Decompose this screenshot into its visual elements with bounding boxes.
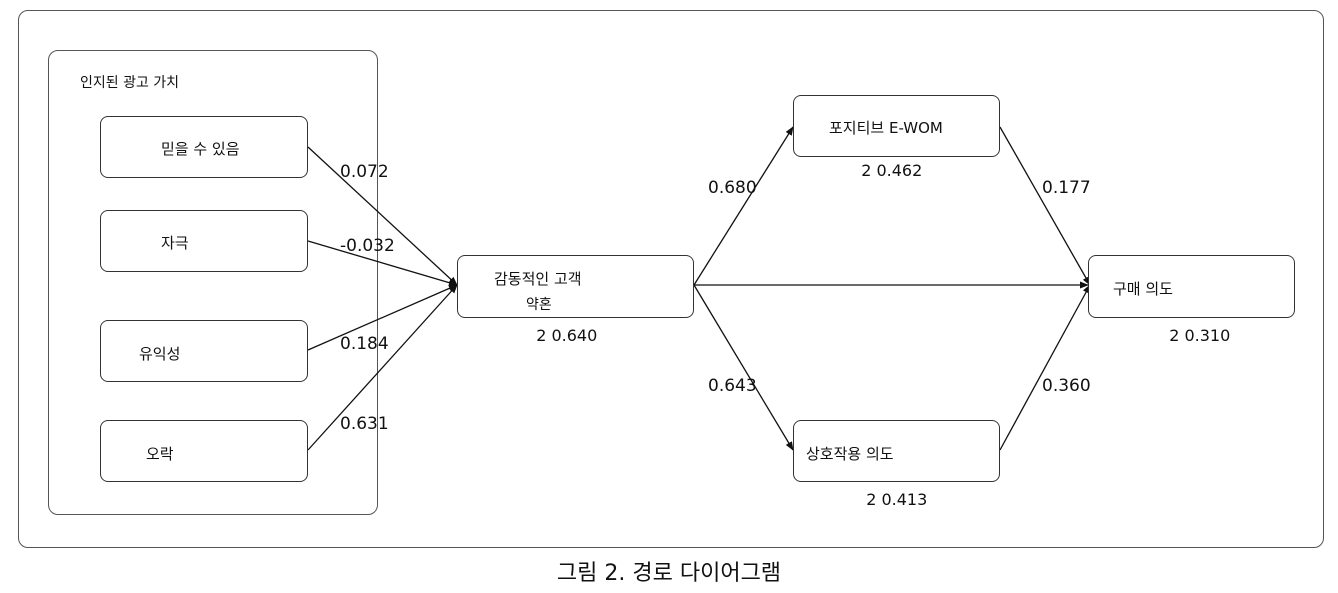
group-title: 인지된 광고 가치 bbox=[80, 75, 180, 91]
node-label-line2: 약혼 bbox=[526, 297, 552, 313]
r2-purchase: ﾠﾠ2 0.310 bbox=[1160, 326, 1230, 345]
coef-engagement-to-ewom: 0.680 bbox=[708, 178, 757, 198]
r2-value: 2 0.310 bbox=[1169, 326, 1231, 345]
node-label: 구매 의도 bbox=[1113, 280, 1173, 298]
node-usefulness: 유익성 bbox=[100, 320, 308, 382]
coef-entertainment: 0.631 bbox=[340, 414, 389, 434]
node-label: 포지티브 E-WOM bbox=[829, 119, 943, 137]
r2-interaction: ﾠﾠ2 0.413 bbox=[857, 490, 927, 509]
node-label: 유익성 bbox=[139, 345, 181, 363]
node-interaction-intent: 상호작용 의도 bbox=[793, 420, 1000, 482]
path-engagement-to-ewom bbox=[693, 126, 794, 286]
figure-caption: 그림 2. 경로 다이어그램 bbox=[556, 561, 782, 586]
r2-prefix-glyph: ﾠﾠ bbox=[852, 169, 862, 175]
path-stimulation-to-engagement bbox=[307, 240, 458, 287]
r2-prefix-glyph: ﾠﾠ bbox=[857, 498, 867, 504]
node-purchase-intent: 구매 의도 bbox=[1088, 255, 1295, 318]
r2-value: 2 0.640 bbox=[536, 326, 598, 345]
r2-prefix-glyph: ﾠﾠ bbox=[527, 334, 537, 340]
path-engagement-to-interaction bbox=[693, 284, 794, 451]
r2-prefix-glyph: ﾠﾠ bbox=[1160, 334, 1170, 340]
path-believability-to-engagement bbox=[307, 146, 458, 286]
path-usefulness-to-engagement bbox=[307, 284, 458, 351]
path-ewom-to-purchase bbox=[999, 126, 1091, 286]
coef-believability: 0.072 bbox=[340, 162, 389, 182]
path-interaction-to-purchase bbox=[999, 284, 1091, 451]
node-stimulation: 자극 bbox=[100, 210, 308, 272]
perceived-ad-value-group bbox=[48, 50, 378, 515]
node-label: 상호작용 의도 bbox=[806, 445, 894, 463]
node-label: 오락 bbox=[146, 445, 174, 463]
node-label-line1: 감동적인 고객 bbox=[494, 270, 582, 288]
node-label: 믿을 수 있음 bbox=[161, 140, 240, 158]
coef-interaction-to-purchase: 0.360 bbox=[1042, 376, 1091, 396]
coef-engagement-to-interaction: 0.643 bbox=[708, 376, 757, 396]
coef-ewom-to-purchase: 0.177 bbox=[1042, 178, 1091, 198]
path-entertainment-to-engagement bbox=[307, 284, 458, 451]
coef-stimulation: -0.032 bbox=[340, 236, 395, 256]
node-emotional-engagement: 감동적인 고객 약혼 bbox=[457, 255, 694, 318]
node-entertainment: 오락 bbox=[100, 420, 308, 482]
r2-ewom: ﾠﾠ2 0.462 bbox=[852, 161, 922, 180]
r2-engagement: ﾠﾠ2 0.640 bbox=[527, 326, 597, 345]
node-believability: 믿을 수 있음 bbox=[100, 116, 308, 178]
node-label: 자극 bbox=[161, 234, 189, 252]
diagram-frame bbox=[18, 10, 1324, 548]
r2-value: 2 0.462 bbox=[861, 161, 923, 180]
coef-usefulness: 0.184 bbox=[340, 334, 389, 354]
node-positive-ewom: 포지티브 E-WOM bbox=[793, 95, 1000, 157]
r2-value: 2 0.413 bbox=[866, 490, 928, 509]
